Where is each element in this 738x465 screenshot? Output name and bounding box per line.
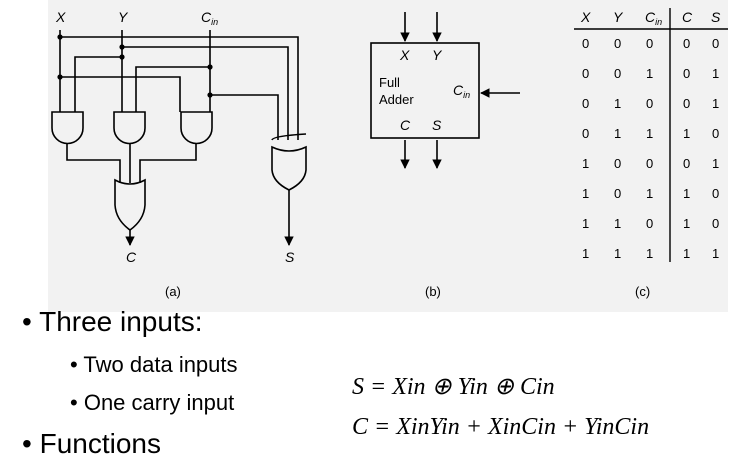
tt-cell-r1-c4: 1: [712, 66, 719, 81]
tt-cell-r2-c0: 0: [582, 96, 589, 111]
tt-cell-r3-c0: 0: [582, 126, 589, 141]
tt-cell-r7-c4: 1: [712, 246, 719, 261]
output-c-label: C: [126, 249, 137, 265]
caption-b: (b): [425, 284, 441, 299]
tt-cell-r6-c3: 1: [683, 216, 690, 231]
tt-cell-r2-c2: 0: [646, 96, 653, 111]
tt-cell-r4-c0: 1: [582, 156, 589, 171]
block-title-line2: Adder: [379, 92, 414, 107]
wire-and1-or: [66, 143, 121, 183]
block-c-label: C: [400, 117, 411, 133]
tt-header-4: S: [711, 9, 721, 25]
circuit-junctions: [57, 34, 213, 98]
tt-cell-r6-c2: 0: [646, 216, 653, 231]
tt-cell-r3-c4: 0: [712, 126, 719, 141]
input-x-label: X: [55, 9, 66, 25]
tt-cell-r5-c1: 0: [614, 186, 621, 201]
tt-cell-r1-c1: 0: [614, 66, 621, 81]
wire-and3-or: [139, 143, 197, 183]
logic-circuit: [51, 30, 307, 246]
tt-cell-r4-c2: 0: [646, 156, 653, 171]
caption-c: (c): [635, 284, 650, 299]
block-diagram: [370, 12, 520, 169]
and-gate-3: [180, 111, 213, 145]
tt-cell-r2-c4: 1: [712, 96, 719, 111]
tt-cell-r7-c0: 1: [582, 246, 589, 261]
tt-cell-r0-c2: 0: [646, 36, 653, 51]
tt-header-2: Cin: [645, 9, 662, 27]
bullet-two-data-inputs: • Two data inputs: [70, 352, 238, 377]
full-adder-figure: X Y Cin C S (a) X Y Full Adder Cin C S (…: [51, 8, 728, 299]
block-s-label: S: [432, 117, 442, 133]
tt-cell-r3-c1: 1: [614, 126, 621, 141]
bullet-functions: • Functions: [22, 428, 161, 459]
tt-cell-r6-c4: 0: [712, 216, 719, 231]
tt-cell-r0-c0: 0: [582, 36, 589, 51]
tt-cell-r6-c1: 1: [614, 216, 621, 231]
tt-cell-r0-c3: 0: [683, 36, 690, 51]
tt-cell-r5-c2: 1: [646, 186, 653, 201]
sum-equation: S = Xin ⊕ Yin ⊕ Cin: [352, 374, 555, 400]
tt-cell-r3-c2: 1: [646, 126, 653, 141]
tt-header-1: Y: [613, 9, 624, 25]
tt-cell-r5-c4: 0: [712, 186, 719, 201]
wire-y-xor: [122, 46, 289, 140]
full-adder-box: [370, 42, 480, 139]
wire-x-and3: [60, 76, 181, 112]
tt-cell-r0-c1: 0: [614, 36, 621, 51]
tt-cell-r5-c3: 1: [683, 186, 690, 201]
tt-header-0: X: [580, 9, 591, 25]
tt-cell-r7-c2: 1: [646, 246, 653, 261]
wire-cin-and2: [135, 66, 210, 112]
figure-panel: [48, 0, 728, 312]
or-gate: [114, 178, 146, 231]
tt-cell-r7-c1: 1: [614, 246, 621, 261]
tt-cell-r1-c2: 1: [646, 66, 653, 81]
tt-cell-r0-c4: 0: [712, 36, 719, 51]
wire-x-xor: [60, 36, 299, 140]
block-y-label: Y: [432, 47, 443, 63]
input-cin-label: Cin: [201, 9, 218, 27]
carry-equation: C = XinYin + XinCin + YinCin: [352, 414, 650, 440]
tt-cell-r4-c3: 0: [683, 156, 690, 171]
xor-gate: [271, 145, 307, 191]
caption-a: (a): [165, 284, 181, 299]
block-title-line1: Full: [379, 75, 400, 90]
tt-header-3: C: [682, 9, 693, 25]
and-gate-1: [51, 111, 84, 145]
block-cin-label: Cin: [453, 82, 470, 100]
tt-cell-r6-c0: 1: [582, 216, 589, 231]
tt-cell-r1-c3: 0: [683, 66, 690, 81]
output-s-label: S: [285, 249, 295, 265]
tt-cell-r1-c0: 0: [582, 66, 589, 81]
wire-cin-xor: [210, 94, 279, 140]
tt-cell-r5-c0: 1: [582, 186, 589, 201]
truth-table: X Y Cin C S 0 0 0 0 0 0 0 1 0 1 0 1 0 0 1 0 1 1 1 0 1 0 0 0 1 1 0 1 1 0 1 1 0…: [574, 8, 728, 262]
tt-cell-r2-c1: 1: [614, 96, 621, 111]
tt-cell-r4-c4: 1: [712, 156, 719, 171]
tt-cell-r3-c3: 1: [683, 126, 690, 141]
bullet-one-carry-input: • One carry input: [70, 390, 235, 415]
tt-cell-r2-c3: 0: [683, 96, 690, 111]
input-y-label: Y: [118, 9, 129, 25]
block-x-label: X: [399, 47, 410, 63]
tt-cell-r7-c3: 1: [683, 246, 690, 261]
and-gate-2: [113, 111, 146, 145]
tt-cell-r4-c1: 0: [614, 156, 621, 171]
bullet-three-inputs: • Three inputs:: [22, 306, 203, 337]
wire-y-and1: [74, 56, 122, 112]
xor-extra-arc: [271, 133, 307, 141]
